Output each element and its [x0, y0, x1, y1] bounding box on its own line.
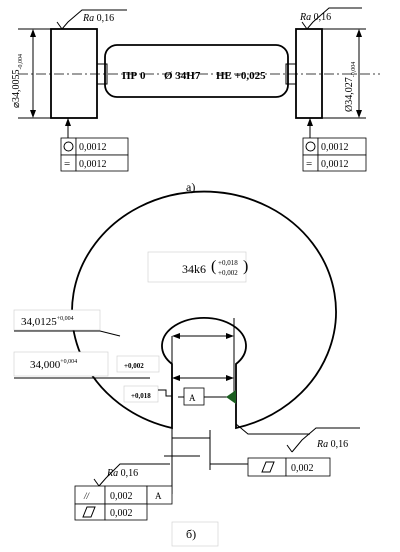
dim-lower-box — [13, 351, 109, 377]
body-label-lower: +0,002 — [218, 269, 238, 277]
step-marker — [158, 389, 172, 397]
left-roughness-tick — [56, 21, 63, 30]
gauge-handle — [104, 44, 289, 98]
left-frame-cell — [75, 154, 129, 172]
right-frame-row2-symbol: = — [306, 158, 312, 170]
figure-b: 34k6 ( +0,018 +0,002 ) 34,0125+0,004 34,… — [13, 190, 360, 547]
small-label-1: +0,002 — [124, 362, 144, 370]
b-left-frame-row1-datum: A — [155, 491, 162, 501]
left-frame-arrow — [65, 118, 71, 126]
right-roughness-leader — [235, 423, 310, 435]
go-label: ПР 0 — [122, 70, 146, 82]
dim-upper-main: 34,0125 — [21, 316, 57, 328]
right-frame-row2-value: 0,0012 — [321, 159, 349, 170]
body-label-paren-close: ) — [243, 258, 248, 275]
left-frame-cell — [146, 485, 173, 505]
small-label-2: +0,018 — [131, 392, 151, 400]
b-left-roughness-label: Ra 0,16 — [106, 468, 138, 479]
b-left-roughness-value: 0,16 — [121, 468, 139, 479]
right-roughness-tick — [286, 444, 293, 453]
body-label-upper: +0,018 — [218, 259, 238, 267]
right-dim-arrow-top — [356, 29, 362, 37]
flatness-icon — [261, 461, 275, 473]
left-frame-row1-value: 0,0012 — [79, 142, 107, 153]
left-diameter-tol: -0,004 — [18, 54, 24, 70]
dim-arrow — [226, 333, 234, 339]
right-roughness-symbol — [291, 427, 360, 453]
dim-arrow — [172, 375, 180, 381]
left-frame-cell — [74, 485, 106, 505]
figure-a: ПР 0 Ø 34H7 НЕ +0,025 ⌀34,0055-0,004 Ø34… — [11, 7, 380, 194]
right-roughness-tick — [301, 21, 308, 30]
right-diameter-main: Ø34,027 — [344, 77, 355, 112]
left-diameter-label: ⌀34,0055-0,004 — [11, 54, 24, 108]
dim-arrow — [226, 375, 234, 381]
right-roughness-ra: Ra — [299, 12, 311, 23]
nogo-label: НЕ +0,025 — [216, 70, 266, 82]
left-roughness-symbol — [61, 9, 127, 30]
right-roughness-symbol — [306, 7, 362, 30]
right-frame-cell — [247, 457, 287, 477]
left-diameter-main: ⌀34,0055 — [11, 69, 22, 108]
left-roughness-label: Ra 0,16 — [82, 13, 114, 24]
dim-lower-main: 34,000 — [30, 359, 61, 371]
left-dim-arrow-top — [30, 29, 36, 37]
body-label: 34k6 — [182, 262, 206, 276]
small-label-box-1 — [116, 355, 160, 373]
left-frame-cell — [60, 137, 77, 156]
small-label-box-2 — [123, 385, 159, 403]
b-right-roughness-ra: Ra — [316, 439, 328, 450]
roundness-icon — [305, 141, 316, 152]
left-roughness-tick — [93, 478, 100, 487]
parallelism-icon: // — [83, 491, 91, 501]
right-frame-cell — [317, 154, 367, 172]
right-frame-cell — [285, 457, 331, 477]
dim-upper-tol: +0,004 — [57, 316, 74, 322]
left-roughness-value: 0,16 — [97, 13, 115, 24]
b-left-frame-row2-value: 0,002 — [110, 508, 133, 519]
left-frame-row2-value: 0,0012 — [79, 159, 107, 170]
right-roughness-value: 0,16 — [314, 12, 332, 23]
right-diameter-tol: -0,004 — [351, 62, 357, 78]
left-frame-cell — [104, 503, 148, 521]
right-gauge-body — [295, 28, 323, 119]
right-frame-row1-value: 0,0012 — [321, 142, 349, 153]
dim-upper-label: 34,0125+0,004 — [21, 316, 74, 328]
left-frame-cell — [74, 503, 106, 521]
caption-a: а) — [186, 180, 195, 194]
body-label-paren: ( — [211, 258, 216, 275]
dim-upper-leader — [14, 330, 121, 337]
left-roughness-ra: Ra — [82, 13, 94, 24]
right-frame-cell — [302, 137, 319, 156]
b-left-roughness-ra: Ra — [106, 468, 118, 479]
dim-lower-tol: +0,004 — [60, 359, 77, 365]
left-roughness-symbol — [98, 463, 170, 487]
dim-lower-label: 34,000+0,004 — [30, 359, 77, 371]
body-label-main: 34k6 — [182, 262, 206, 276]
flatness-icon — [82, 506, 96, 518]
left-frame-row2-symbol: = — [64, 158, 70, 170]
right-roughness-label: Ra 0,16 — [299, 12, 331, 23]
right-diameter-label: Ø34,027-0,004 — [344, 62, 357, 112]
left-neck — [96, 63, 108, 85]
datum-label: A — [189, 393, 196, 403]
dim-arrow — [172, 333, 180, 339]
roundness-icon — [63, 141, 74, 152]
right-frame-arrow — [307, 118, 313, 126]
caption-b-box — [171, 521, 219, 547]
right-dim-arrow-bottom — [356, 110, 362, 118]
body-label-box — [147, 251, 247, 283]
left-dim-arrow-bottom — [30, 110, 36, 118]
b-right-roughness-value: 0,16 — [331, 439, 349, 450]
b-left-frame-row1-value: 0,002 — [110, 491, 133, 502]
b-right-frame-value: 0,002 — [291, 463, 314, 474]
caption-b: б) — [186, 527, 196, 541]
b-right-roughness-label: Ra 0,16 — [316, 439, 348, 450]
datum-triangle-icon — [226, 390, 236, 404]
dim-upper-box — [13, 309, 101, 331]
nominal-label: Ø 34H7 — [164, 70, 201, 82]
left-gauge-body — [50, 28, 98, 119]
